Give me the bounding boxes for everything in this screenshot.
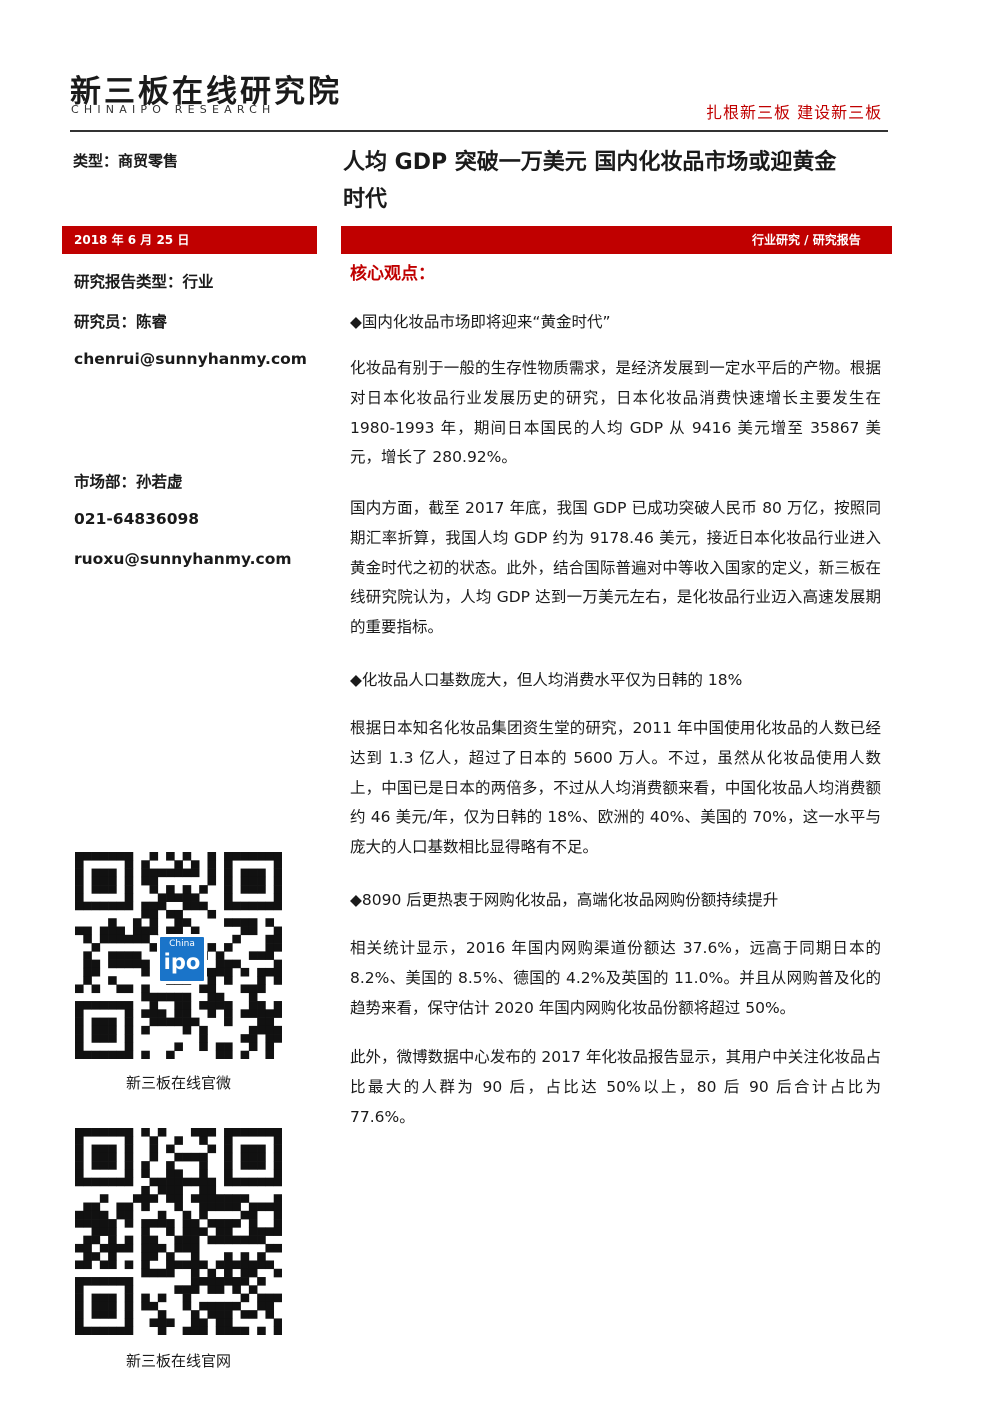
body-paragraph: 国内方面，截至 2017 年底，我国 GDP 已成功突破人民币 80 万亿，按照… [350,499,881,637]
title-line-1: 人均 GDP 突破一万美元 国内化妆品市场或迎黄金 [343,150,837,175]
researcher-name: 研究员：陈睿 [74,313,168,331]
logo-english: CHINAIPO RESEARCH [71,103,276,116]
body-paragraph: 根据日本知名化妆品集团资生堂的研究，2011 年中国使用化妆品的人数已经达到 1… [350,719,881,857]
report-sector: 类型：商贸零售 [73,152,179,170]
body-paragraph: 化妆品有别于一般的生存性物质需求，是经济发展到一定水平后的产物。根据对日本化妆品… [350,359,881,467]
category-label: 行业研究 / 研究报告 [752,233,861,247]
core-views-heading: 核心观点： [350,264,435,284]
header-divider [70,130,888,132]
market-phone: 021-64836098 [74,510,200,528]
market-email[interactable]: ruoxu@sunnyhanmy.com [74,550,292,568]
qr2-caption: 新三板在线官网 [125,1352,231,1370]
date-bar [62,226,317,254]
badge-small-text: China [169,939,195,949]
document-title: 人均 GDP 突破一万美元 国内化妆品市场或迎黄金 时代 [343,144,883,218]
slogan: 扎根新三板 建设新三板 [706,103,883,122]
market-contact: 市场部：孙若虚 [74,473,183,491]
title-line-2: 时代 [343,187,388,212]
logo-chinese: 新三板在线研究院 [70,74,342,110]
bullet-heading: ◆国内化妆品市场即将迎来“黄金时代” [350,313,611,331]
body-paragraph: 此外，微博数据中心发布的 2017 年化妆品报告显示，其用户中关注化妆品占比最大… [350,1048,881,1126]
website-qr-code [75,1128,282,1335]
china-ipo-logo-icon: China ipo [157,934,207,984]
report-date: 2018 年 6 月 25 日 [74,233,190,247]
qr1-caption: 新三板在线官微 [125,1074,231,1092]
report-type: 研究报告类型：行业 [74,273,214,291]
body-paragraph: 相关统计显示，2016 年国内网购渠道份额达 37.6%，远高于同期日本的 8.… [350,939,881,1017]
badge-big-text: ipo [163,950,201,974]
researcher-email[interactable]: chenrui@sunnyhanmy.com [74,350,307,368]
bullet-heading: ◆8090 后更热衷于网购化妆品，高端化妆品网购份额持续提升 [350,891,779,909]
bullet-heading: ◆化妆品人口基数庞大，但人均消费水平仅为日韩的 18% [350,671,743,689]
category-bar [341,226,892,254]
